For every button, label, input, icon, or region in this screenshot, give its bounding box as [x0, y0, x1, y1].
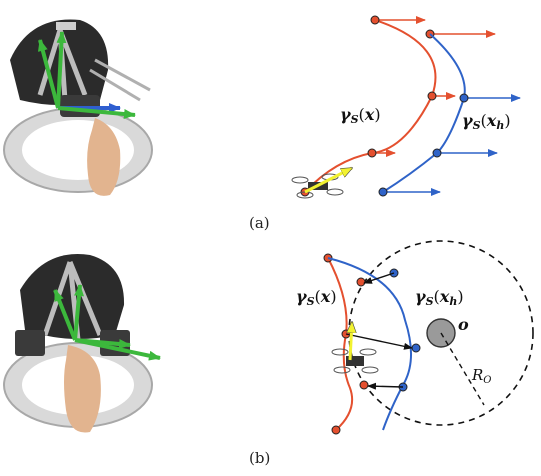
- trajectory-x-b: [323, 253, 369, 435]
- device-axes-b: [53, 284, 161, 361]
- gamma-x-label-a: γS(x): [340, 105, 381, 126]
- velocity-arrow-b: [350, 322, 352, 361]
- caption-b: (b): [249, 449, 271, 467]
- gamma-xh-label-a: γS(xh): [462, 111, 511, 132]
- trajectory-xh-b: [327, 257, 421, 431]
- repulsion-arrows-b: [345, 272, 413, 390]
- panel-a: γS(x) γS(xh): [3, 15, 521, 199]
- drone-icon: [331, 348, 379, 374]
- device-axes-a: [37, 31, 136, 119]
- haptic-device-photo: [3, 19, 153, 196]
- trajectory-xh-a: [378, 33, 521, 197]
- obstacle-circle: [348, 240, 534, 426]
- gamma-xh-label-b: γS(xh): [415, 287, 464, 308]
- velocity-arrow-a: [304, 166, 352, 194]
- obstacle-label: o: [458, 315, 469, 334]
- caption-a: (a): [249, 214, 270, 232]
- haptic-device-photo: [3, 254, 153, 433]
- radius-label: RO: [471, 366, 492, 386]
- panel-b: γS(x) γS(xh) o RO: [3, 240, 534, 435]
- trajectory-x-a: [300, 15, 496, 197]
- gamma-x-label-b: γS(x): [296, 287, 337, 308]
